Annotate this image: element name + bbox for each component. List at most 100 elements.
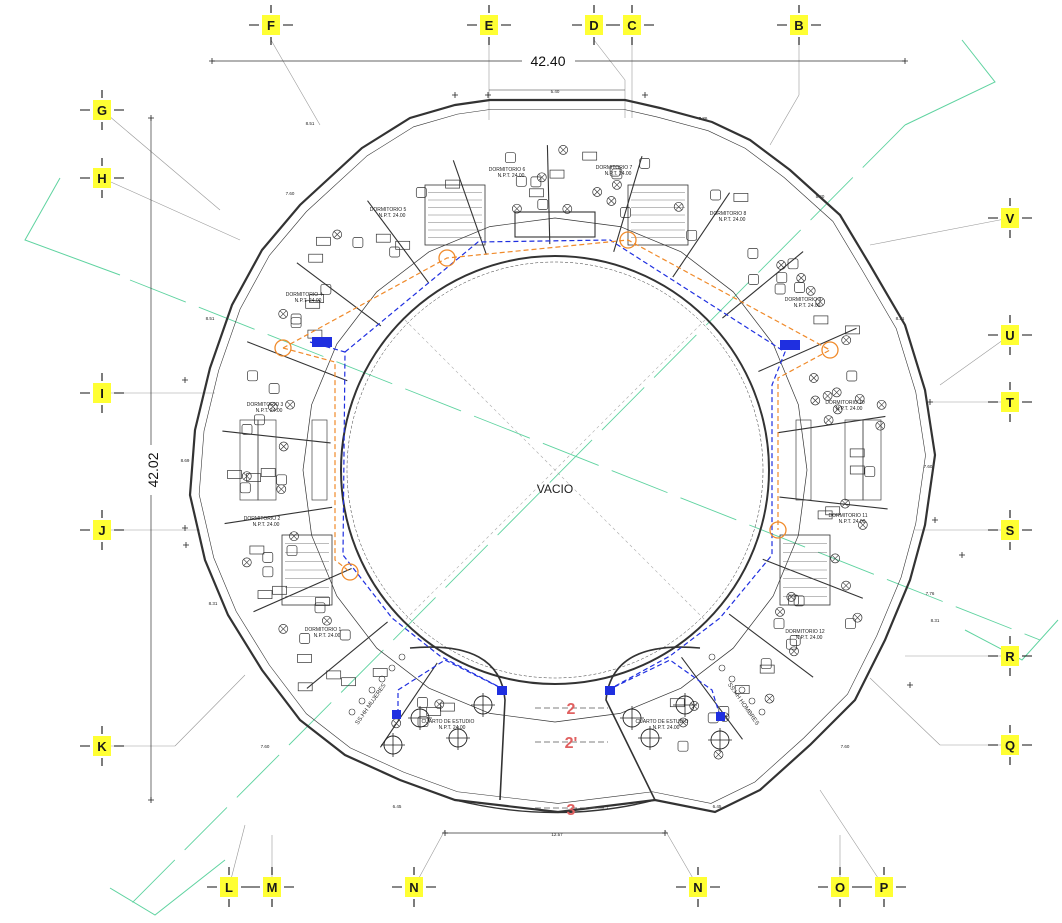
room-label-d6: DORMITORIO 6 (489, 167, 526, 173)
guide-line (270, 39, 321, 126)
fixture-symbol (562, 204, 573, 214)
toilet-symbol (368, 686, 376, 694)
grid-axis-letter: C (627, 18, 637, 33)
desk-symbol (315, 597, 330, 606)
room-label-d2: DORMITORIO 2 (244, 516, 281, 522)
room-label-d9: DORMITORIO 9 (785, 297, 822, 303)
fire-extinguisher-symbol (619, 231, 637, 249)
desk-symbol (297, 654, 312, 663)
fixture-symbol (285, 399, 295, 410)
dim-tick (183, 542, 189, 548)
grid-axis-tick (988, 725, 1032, 765)
fixture-symbol (810, 395, 821, 406)
exit-marker (392, 710, 401, 719)
fire-route-main (282, 239, 832, 530)
fixture-cross (831, 555, 839, 562)
partition-wall (779, 496, 888, 510)
desk-symbol (845, 325, 860, 335)
dim-tick (902, 58, 908, 64)
grid-axis-letter: I (100, 386, 104, 401)
grid-axis-letter: N (693, 880, 702, 895)
grid-axis-tick (80, 373, 124, 413)
fixture-cross (675, 203, 682, 211)
partition-wall (379, 662, 438, 748)
grid-axis-letter: S (1006, 523, 1015, 538)
dim-tick (932, 517, 938, 523)
chair-symbol (276, 474, 287, 486)
room-elevation-d11: N.P.T. 24.00 (839, 519, 866, 525)
fixture-cross (807, 287, 814, 295)
grid-axis-letter: U (1005, 328, 1014, 343)
fixture-cross (842, 582, 850, 589)
desk-symbol (734, 685, 750, 694)
grid-axis-letter: O (835, 880, 845, 895)
facade-dim: 6.45 (393, 804, 402, 809)
grid-axis-n2: N (676, 867, 720, 907)
facade-dim: 7.60 (286, 191, 295, 196)
grid-axis-tick (80, 158, 124, 198)
facade-dim: 7.86 (699, 116, 708, 121)
dim-tick (485, 92, 491, 98)
dim-tick (182, 377, 188, 383)
partition-wall (681, 656, 743, 740)
desk-symbol (849, 448, 865, 458)
partition-wall (224, 506, 333, 525)
fixture-symbol (852, 612, 863, 623)
section-mark-2: 2 (535, 701, 608, 718)
fixture-cross (280, 443, 287, 450)
fixture-cross (286, 401, 294, 408)
evac-route-study-right (607, 659, 721, 717)
facade-dim: 7.60 (924, 464, 933, 469)
desk-symbol (309, 294, 324, 303)
room-elevation-ce1: N.P.T. 24.00 (439, 725, 466, 731)
chair-symbol (352, 237, 364, 248)
grid-axis-tag-bg (1001, 208, 1019, 228)
grid-axis-tick (988, 636, 1032, 676)
dim-tick (182, 525, 188, 531)
dim-tick (927, 399, 933, 405)
grid-axis-tick (80, 510, 124, 550)
evac-route-study-left (397, 659, 506, 714)
chair-symbol (788, 594, 799, 606)
desk-symbol (549, 169, 565, 179)
exit-marker (605, 686, 615, 695)
fixture-cross (290, 532, 298, 540)
desk-symbol (227, 470, 242, 479)
void-circle-rail (346, 261, 764, 679)
grid-axis-u: U (988, 315, 1032, 355)
chair-symbol (389, 246, 401, 258)
chair-symbol (677, 740, 689, 752)
facade-dim: 7.60 (261, 744, 270, 749)
guide-line (174, 674, 246, 747)
grid-axis-t: T (988, 382, 1032, 422)
fixture-symbol (606, 196, 617, 206)
grid-axis-k: K (80, 726, 124, 766)
grid-axis-tag-bg (1001, 735, 1019, 755)
fixture-cross (841, 500, 849, 507)
fixture-cross (593, 188, 601, 196)
chair-symbol (760, 658, 772, 670)
partition-wall (546, 145, 551, 245)
exit-marker (780, 340, 800, 350)
grid-axis-s: S (988, 510, 1032, 550)
wardrobe-block (844, 419, 864, 501)
fixture-symbol (322, 615, 332, 626)
chair-symbol (290, 313, 302, 325)
study-chairs (408, 706, 432, 730)
desk-symbol (260, 468, 276, 477)
desk-symbol (316, 236, 331, 246)
grid-axis-letter: M (267, 880, 278, 895)
stair-top-right (627, 184, 689, 246)
desk-symbol (372, 668, 388, 677)
fire-route-left (282, 347, 351, 573)
chair-symbol (793, 595, 805, 607)
chair-symbol (339, 629, 351, 641)
section-mark-2-label: 2 (567, 701, 576, 718)
fixture-cross (280, 625, 287, 633)
partition-wall (253, 567, 352, 613)
partition-wall (247, 341, 348, 382)
overall-width-dim: 42.40 (530, 53, 565, 69)
partition-wall (296, 262, 382, 327)
chair-symbol (639, 158, 651, 169)
